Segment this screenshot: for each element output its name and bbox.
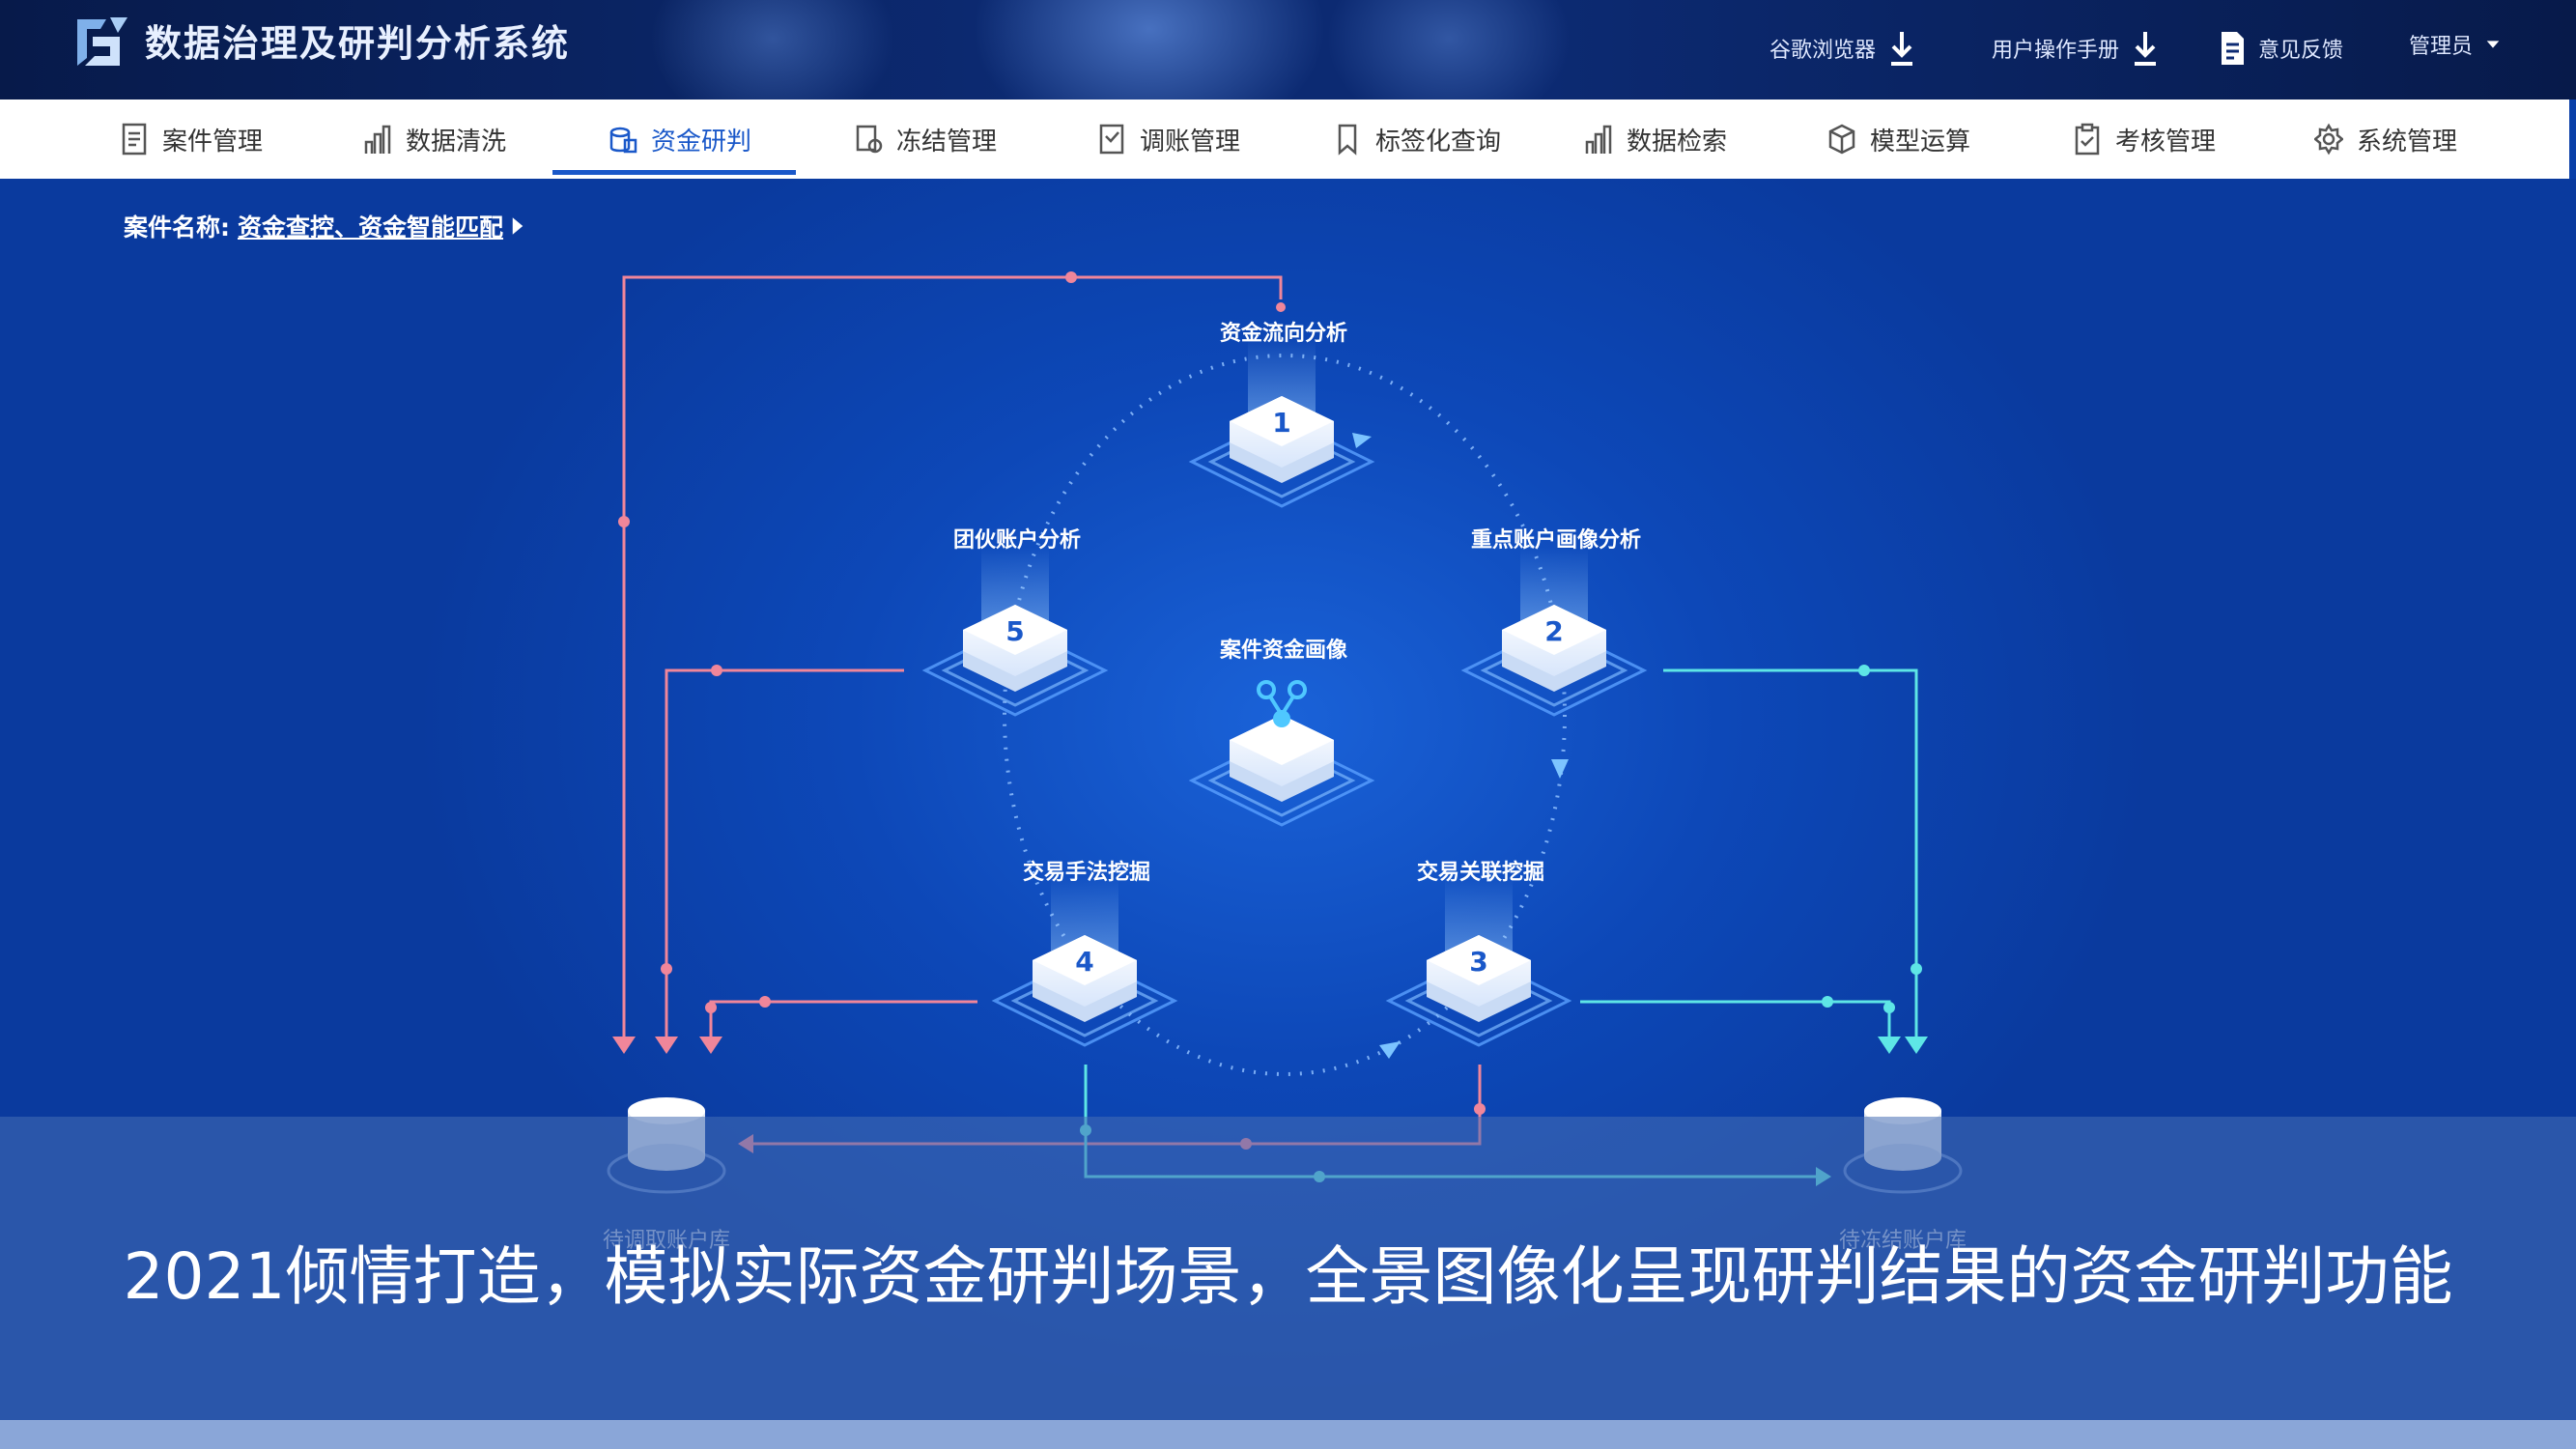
bookmark-icon [1338, 124, 1357, 156]
cube-icon [1828, 124, 1855, 155]
center-node-case-profile[interactable] [1188, 680, 1375, 827]
nav-data-search[interactable]: 数据检索 [1584, 99, 1727, 179]
left-store-label: 待调取账户库 [602, 1229, 731, 1253]
nav-freeze-management[interactable]: 冻结管理 [854, 99, 997, 179]
node-number: 2 [1544, 615, 1563, 647]
center-node-label: 案件资金画像 [1219, 639, 1348, 663]
bar-chart-icon [1585, 125, 1612, 154]
feedback-button[interactable]: 意见反馈 [2218, 29, 2343, 68]
node-5-label: 团伙账户分析 [952, 528, 1082, 553]
feedback-doc-icon [2222, 32, 2244, 65]
nav-case-management[interactable]: 案件管理 [120, 99, 263, 179]
cycle-path [1003, 354, 1567, 1076]
nav-data-cleaning[interactable]: 数据清洗 [363, 99, 506, 179]
admin-label: 管理员 [2409, 35, 2474, 59]
caret-right-icon[interactable] [511, 214, 524, 238]
nav-account-adjustment[interactable]: 调账管理 [1097, 99, 1240, 179]
document-icon [122, 123, 147, 156]
browser-download-button[interactable]: 谷歌浏览器 [1769, 29, 1916, 68]
pink-connector-dots [612, 271, 1486, 1153]
node-number: 4 [1075, 946, 1093, 978]
node-1-label: 资金流向分析 [1219, 322, 1348, 346]
case-name-link[interactable]: 资金查控、资金智能匹配 [238, 213, 504, 242]
nav-label: 资金研判 [651, 127, 752, 156]
nav-fund-analysis[interactable]: 资金研判 [609, 99, 751, 179]
node-3-label: 交易关联挖掘 [1416, 861, 1545, 885]
active-tab-indicator [552, 170, 796, 175]
nav-tag-query[interactable]: 标签化查询 [1333, 99, 1501, 179]
nav-label: 案件管理 [162, 127, 264, 156]
user-manual-download-button[interactable]: 用户操作手册 [1992, 29, 2160, 68]
node-number: 1 [1272, 407, 1290, 439]
cycle-arrow-icon [1551, 759, 1569, 779]
cycle-arrow-icon [1352, 433, 1372, 448]
gear-icon [2314, 123, 2343, 156]
top-bar: 数据治理及研判分析系统 谷歌浏览器 用户操作手册 意见反馈 管理员 [0, 0, 2576, 99]
breadcrumb: 案件名称: 资金查控、资金智能匹配 [124, 209, 524, 243]
caption-overlay [0, 1117, 2576, 1420]
user-manual-label: 用户操作手册 [1992, 39, 2120, 63]
promo-caption: 2021倾情打造，模拟实际资金研判场景，全景图像化呈现研判结果的资金研判功能 [123, 1239, 2453, 1314]
nav-model-computation[interactable]: 模型运算 [1827, 99, 1970, 179]
node-1-fund-flow[interactable]: 1 [1188, 338, 1375, 508]
node-number: 3 [1469, 946, 1487, 978]
nav-assessment-management[interactable]: 考核管理 [2073, 99, 2216, 179]
node-3-transaction-link[interactable]: 3 [1385, 877, 1572, 1047]
nav-label: 系统管理 [2357, 127, 2458, 156]
coins-icon [609, 127, 637, 154]
nav-label: 考核管理 [2115, 127, 2217, 156]
app-title: 数据治理及研判分析系统 [145, 22, 571, 65]
nav-label: 数据检索 [1627, 127, 1728, 156]
nav-label: 模型运算 [1870, 127, 1971, 156]
nav-label: 调账管理 [1140, 127, 1241, 156]
cycle-arrow-icon [1379, 1041, 1401, 1059]
network-icon [1257, 680, 1307, 727]
node-2-key-account[interactable]: 2 [1460, 547, 1648, 717]
main-nav: 案件管理 数据清洗 资金研判 冻结管理 调账管理 标签化查询 数据检索 模型运算… [0, 99, 2569, 181]
clipboard-icon [2075, 123, 2100, 156]
nav-label: 标签化查询 [1375, 127, 1502, 156]
account-icon [1099, 124, 1124, 155]
node-4-label: 交易手法挖掘 [1022, 861, 1151, 885]
feedback-label: 意见反馈 [2258, 39, 2344, 63]
breadcrumb-prefix: 案件名称: [124, 213, 230, 242]
nav-system-management[interactable]: 系统管理 [2314, 99, 2457, 179]
download-icon [1891, 32, 1913, 66]
footer-bar [0, 1420, 2576, 1449]
nav-label: 数据清洗 [406, 127, 507, 156]
nav-label: 冻结管理 [896, 127, 998, 156]
browser-download-label: 谷歌浏览器 [1769, 39, 1877, 63]
bar-chart-icon [364, 125, 391, 154]
node-2-label: 重点账户画像分析 [1470, 528, 1642, 553]
logo-icon [77, 17, 127, 66]
pink-connectors [622, 275, 1482, 1146]
node-4-transaction-method[interactable]: 4 [991, 877, 1178, 1047]
node-5-gang-account[interactable]: 5 [921, 547, 1109, 717]
right-store-label: 待冻结账户库 [1838, 1229, 1967, 1253]
download-icon [2135, 32, 2157, 66]
node-number: 5 [1005, 615, 1024, 647]
admin-menu[interactable]: 管理员 [2409, 29, 2502, 60]
freeze-icon [856, 125, 883, 154]
caret-down-icon [2486, 41, 2500, 48]
